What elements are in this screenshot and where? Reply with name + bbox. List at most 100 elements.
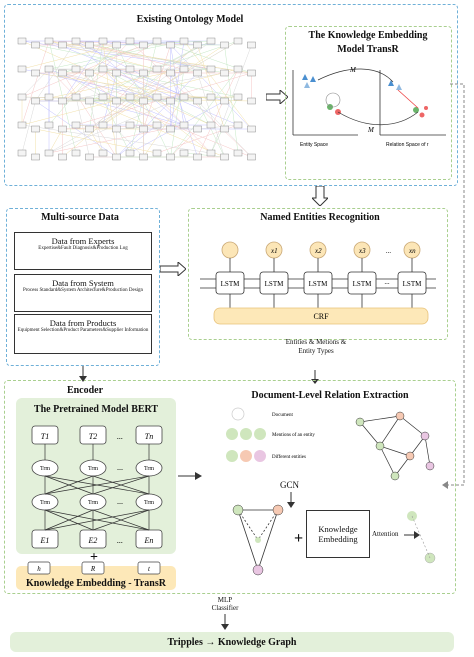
- ontology-edge: [170, 128, 198, 158]
- ontology-edge: [62, 40, 158, 102]
- ontology-node: [44, 37, 54, 45]
- ontology-node: [31, 69, 40, 77]
- bert-embed-e2: E2: [88, 536, 98, 545]
- ontology-edge: [48, 68, 77, 98]
- ontology-node: [139, 69, 148, 77]
- ontology-node: [179, 93, 189, 101]
- ontology-node: [152, 65, 162, 73]
- legend-document: Document: [272, 413, 293, 418]
- hollow-arrow-right: [266, 90, 288, 104]
- transr-space-diagram: M M Entity Space Relation Space of r: [292, 66, 446, 148]
- ontology-node: [233, 37, 243, 45]
- ontology-edge: [143, 44, 171, 130]
- ontology-node: [58, 69, 67, 77]
- mlp-label-line2: Classifier: [211, 604, 239, 612]
- ontology-node: [125, 149, 135, 157]
- ontology-node: [71, 93, 81, 101]
- source-system-sub: Process Standard&System Architecture&Pro…: [22, 288, 144, 293]
- legend-entities: Different entities: [272, 455, 306, 460]
- ontology-edge: [21, 68, 50, 98]
- ontology-node: [31, 97, 40, 105]
- encoder-plus: +: [90, 550, 98, 565]
- mlp-arrow: [221, 614, 229, 630]
- ontology-edge: [197, 68, 239, 158]
- ontology-edge: [129, 96, 144, 130]
- ontology-node: [152, 93, 162, 101]
- source-products-title: Data from Products: [49, 318, 117, 328]
- ontology-edge: [48, 40, 252, 74]
- final-output-label: Tripples → Knowledge Graph: [167, 636, 297, 648]
- ontology-node: [179, 121, 189, 129]
- ontology-node: [85, 125, 94, 133]
- lstm-label-5: LSTM: [403, 280, 422, 288]
- ontology-node: [112, 97, 121, 105]
- lstm-label-4: LSTM: [353, 280, 372, 288]
- ontology-node: [112, 41, 121, 49]
- ontology-node: [193, 69, 202, 77]
- ner-title: Named Entities Recognition: [260, 212, 380, 223]
- ontology-edge: [102, 68, 212, 154]
- ner-input-xn: xn: [408, 247, 416, 255]
- ontology-node: [58, 125, 67, 133]
- ontology-node: [139, 97, 148, 105]
- encoder-label: Encoder: [66, 385, 104, 396]
- sources-title: Multi-source Data: [41, 212, 119, 223]
- ontology-node: [193, 125, 202, 133]
- ontology-node: [193, 153, 202, 161]
- ontology-edge: [75, 96, 185, 126]
- ontology-edge: [116, 40, 212, 46]
- ner-output-label: Entities & Metions & Entity Types: [285, 338, 347, 355]
- bert-embed-dots: ...: [117, 536, 123, 545]
- ontology-node: [17, 37, 27, 45]
- ontology-node: [31, 125, 40, 133]
- ontology-node: [152, 37, 162, 45]
- ontology-edge: [48, 124, 185, 154]
- ontology-node: [247, 41, 256, 49]
- ontology-node: [71, 149, 81, 157]
- kg-token-r: R: [90, 565, 96, 573]
- ontology-node: [152, 149, 162, 157]
- bert-token-tn: Tn: [145, 432, 153, 441]
- ontology-edge: [35, 44, 158, 70]
- ontology-node: [112, 153, 121, 161]
- ontology-node: [125, 121, 135, 129]
- ontology-edge: [102, 40, 117, 158]
- source-experts-sub: Expertise&Fault Diagnosis&Production Log: [38, 246, 128, 251]
- attention-arrow: [404, 531, 420, 539]
- trm-label-3: Trm: [144, 466, 154, 472]
- ontology-node: [220, 69, 229, 77]
- ontology-node: [220, 41, 229, 49]
- trm-label-4: Trm: [40, 500, 50, 506]
- ontology-node: [220, 97, 229, 105]
- trm-label-5: Trm: [88, 500, 98, 506]
- lstm-label-3: LSTM: [309, 280, 328, 288]
- ontology-node: [233, 65, 243, 73]
- ontology-node: [206, 121, 216, 129]
- ontology-edge: [116, 40, 185, 46]
- dashed-connector-right: [442, 83, 465, 489]
- ontology-node: [85, 97, 94, 105]
- ontology-node: [44, 93, 54, 101]
- ontology-node: [17, 93, 27, 101]
- lstm-label-2: LSTM: [265, 280, 284, 288]
- ontology-node: [220, 125, 229, 133]
- ontology-edge: [21, 96, 144, 102]
- ontology-edge: [170, 44, 252, 130]
- ontology-edge: [183, 40, 252, 130]
- ontology-edge: [21, 40, 212, 126]
- lower-section-frame: [4, 380, 456, 594]
- ontology-edge: [224, 44, 239, 154]
- sources-frame: [6, 208, 160, 366]
- ontology-node: [85, 41, 94, 49]
- ontology-node: [125, 37, 135, 45]
- ontology-edge: [21, 100, 36, 154]
- kg-tokens: h R t: [27, 561, 161, 575]
- ontology-node: [125, 93, 135, 101]
- legend-mentions: Mentions of an entity: [272, 433, 315, 438]
- trm-dots-2: ...: [117, 497, 123, 506]
- encoder-to-relation-arrow: [178, 472, 202, 480]
- ontology-edge: [48, 40, 77, 154]
- ke-label-line1: Knowledge: [318, 524, 358, 534]
- ontology-node: [179, 37, 189, 45]
- source-products-box: Data from Products Equipment Selection&P…: [14, 314, 152, 354]
